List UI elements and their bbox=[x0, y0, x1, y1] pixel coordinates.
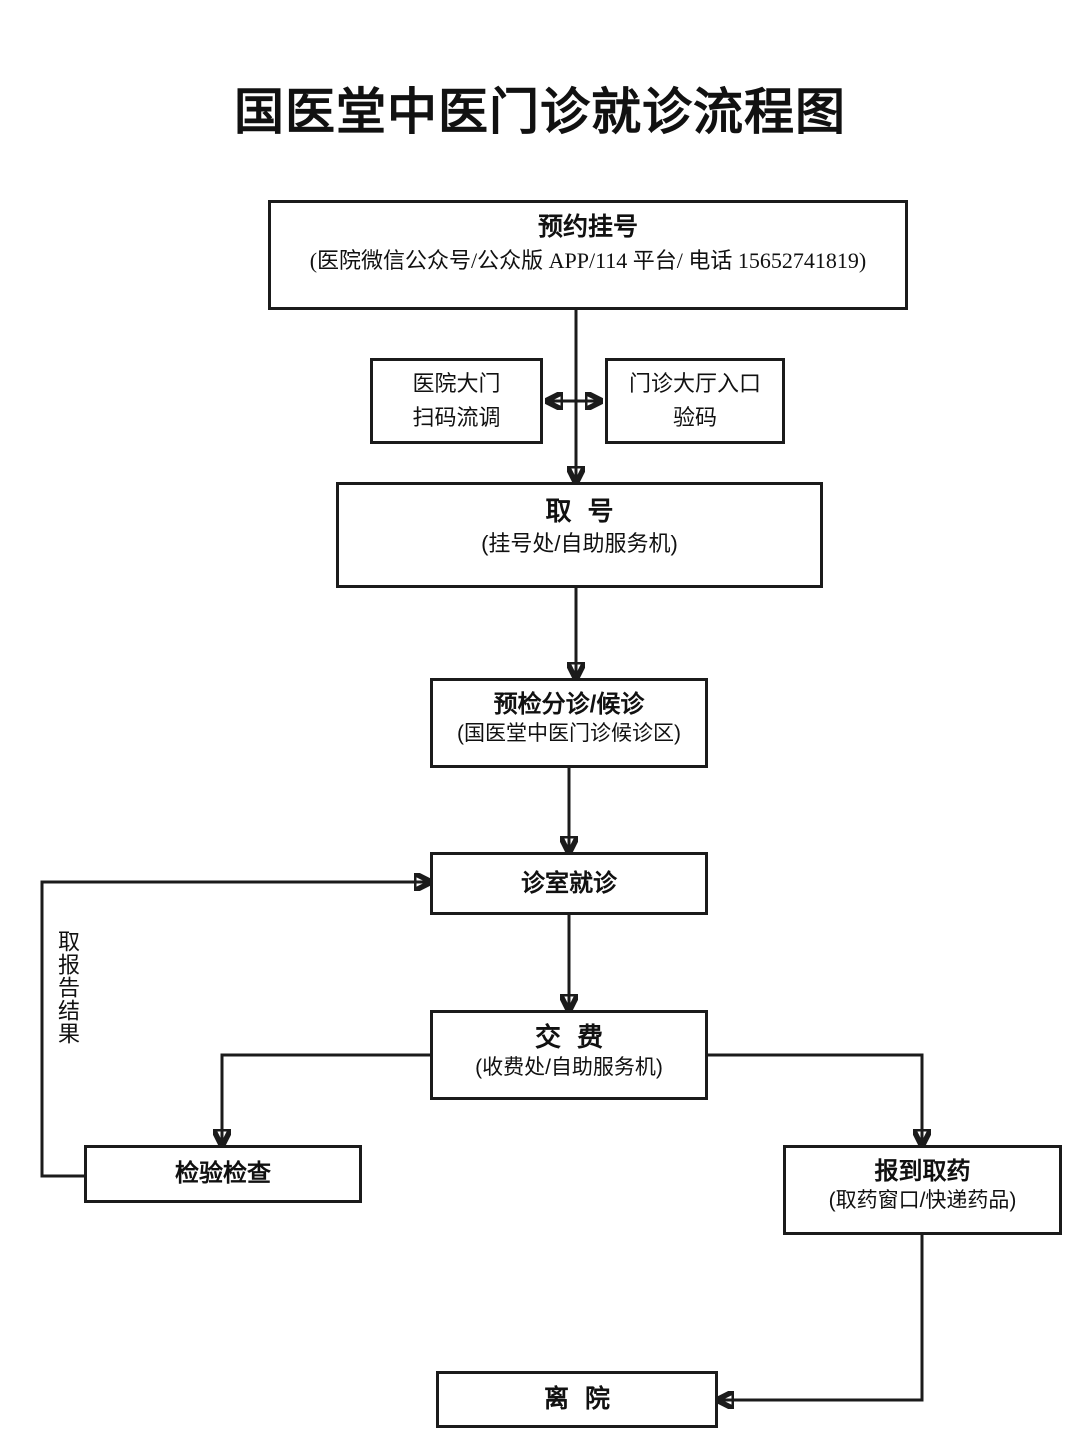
node-get-ticket-title: 取号 bbox=[545, 496, 630, 526]
edge-payment-to-pharmacy bbox=[708, 1053, 922, 1145]
node-triage-subtitle: (国医堂中医门诊候诊区) bbox=[457, 721, 681, 745]
node-hospital-gate[interactable]: 医院大门 扫码流调 bbox=[370, 358, 543, 444]
node-leave-hospital[interactable]: 离院 bbox=[436, 1371, 718, 1428]
node-pharmacy-subtitle: (取药窗口/快递药品) bbox=[828, 1188, 1017, 1212]
node-appointment[interactable]: 预约挂号 (医院微信公众号/公众版 APP/114 平台/ 电话 1565274… bbox=[268, 200, 908, 310]
node-lobby-entrance-line2: 验码 bbox=[672, 405, 717, 430]
node-payment-subtitle: (收费处/自助服务机) bbox=[475, 1055, 663, 1079]
node-hospital-gate-line2: 扫码流调 bbox=[412, 405, 501, 430]
node-lobby-entrance[interactable]: 门诊大厅入口 验码 bbox=[605, 358, 785, 444]
node-payment-title: 交费 bbox=[534, 1022, 619, 1052]
node-triage-title: 预检分诊/候诊 bbox=[493, 691, 645, 718]
node-leave-hospital-title: 离院 bbox=[543, 1385, 626, 1414]
node-pharmacy[interactable]: 报到取药 (取药窗口/快递药品) bbox=[783, 1145, 1062, 1235]
node-consultation-title: 诊室就诊 bbox=[521, 869, 617, 897]
edge-label-report-result: 取报告结果 bbox=[55, 930, 80, 1045]
node-appointment-subtitle: (医院微信公众号/公众版 APP/114 平台/ 电话 15652741819) bbox=[309, 247, 867, 273]
node-get-ticket-subtitle: (挂号处/自助服务机) bbox=[481, 530, 678, 556]
page-title: 国医堂中医门诊就诊流程图 bbox=[234, 84, 846, 140]
node-examination-title: 检验检查 bbox=[175, 1160, 271, 1188]
edge-pharmacy-to-leave bbox=[718, 1235, 924, 1400]
node-payment[interactable]: 交费 (收费处/自助服务机) bbox=[430, 1010, 708, 1100]
node-triage[interactable]: 预检分诊/候诊 (国医堂中医门诊候诊区) bbox=[430, 678, 708, 768]
edge-payment-to-exam bbox=[222, 1053, 430, 1145]
node-hospital-gate-line1: 医院大门 bbox=[412, 370, 501, 396]
edge-exam-to-consult bbox=[40, 882, 430, 1178]
node-appointment-title: 预约挂号 bbox=[537, 213, 638, 241]
node-get-ticket[interactable]: 取号 (挂号处/自助服务机) bbox=[336, 482, 823, 588]
node-examination[interactable]: 检验检查 bbox=[84, 1145, 362, 1203]
node-pharmacy-title: 报到取药 bbox=[874, 1158, 971, 1185]
node-consultation[interactable]: 诊室就诊 bbox=[430, 852, 708, 915]
node-lobby-entrance-line1: 门诊大厅入口 bbox=[628, 370, 761, 396]
